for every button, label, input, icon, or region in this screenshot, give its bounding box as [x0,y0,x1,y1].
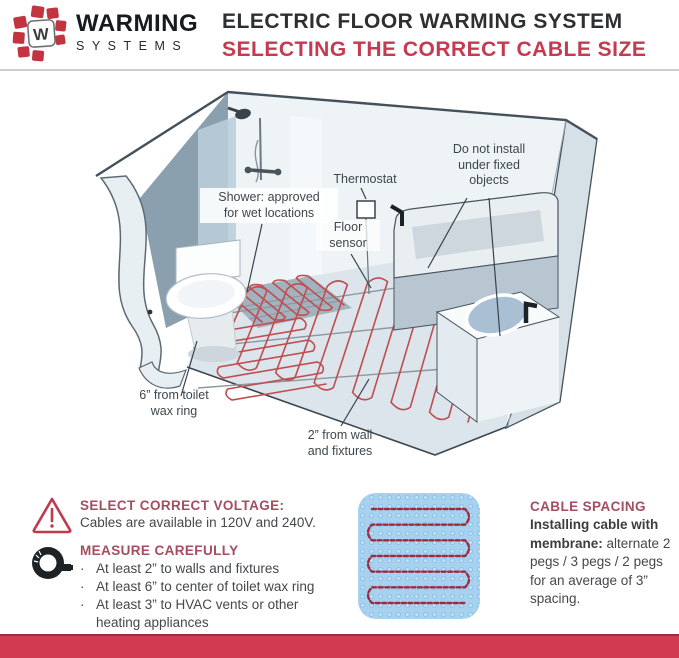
footer-bar [0,634,679,658]
label-wall-clearance: 2” from wall and fixtures [307,428,373,458]
bathroom-diagram: Shower: approved for wet locations Therm… [0,70,679,482]
title-line2: SELECTING THE CORRECT CABLE SIZE [222,38,647,62]
bullet-dot-icon: · [80,561,85,576]
membrane-graphic [358,493,480,619]
label-fixed-objects: Do not install under fixed objects [452,142,526,188]
brand-line2: SYSTEMS [76,39,189,53]
voltage-body: Cables are available in 120V and 240V. [80,515,316,530]
tub-faucet-icon [389,204,405,226]
sink-faucet-icon [523,301,538,323]
measure-bullet: ·At least 6” to center of toilet wax rin… [80,579,315,594]
leader-lines [180,187,501,427]
bathroom-isometric-illustration [95,90,598,456]
brand-line1: WARMING [76,10,199,37]
page-title: ELECTRIC FLOOR WARMING SYSTEM SELECTING … [222,9,662,62]
ceiling-edges [95,90,598,178]
warming-systems-logo-icon: W [12,5,67,62]
label-toilet-clearance: 6” from toilet wax ring [139,388,209,418]
bullet-dot-icon: · [80,579,85,594]
cutaway-wall [99,175,188,389]
measure-bullet: ·At least 3” to HVAC vents or other heat… [80,597,299,630]
door-knob-icon [147,309,153,315]
spacing-heading: CABLE SPACING [530,499,646,514]
title-line1: ELECTRIC FLOOR WARMING SYSTEM [222,10,623,33]
measure-bullet: ·At least 2” to walls and fixtures [80,561,280,576]
tape-measure-icon [32,547,73,579]
measure-heading: MEASURE CAREFULLY [80,543,239,558]
label-thermostat: Thermostat [333,172,397,186]
header: W WARMING SYSTEMS ELECTRIC FLOOR WARMING… [0,0,679,71]
sink-vanity-graphic [435,291,561,423]
shower-fixture-icon [227,106,282,183]
toilet-graphic [165,239,247,362]
voltage-heading: SELECT CORRECT VOLTAGE: [80,498,285,513]
bullet-dot-icon: · [80,597,85,612]
measure-bullet-list: ·At least 2” to walls and fixtures ·At l… [80,560,344,632]
spacing-body: Installing cable with membrane: alternat… [530,517,671,606]
membrane-cable [366,507,471,605]
warning-triangle-icon [32,497,72,534]
svg-text:W: W [33,25,50,44]
label-floor-sensor: Floor sensor [316,220,380,252]
label-shower: Shower: approved for wet locations [200,188,338,224]
brand-text: WARMING SYSTEMS [76,12,198,53]
